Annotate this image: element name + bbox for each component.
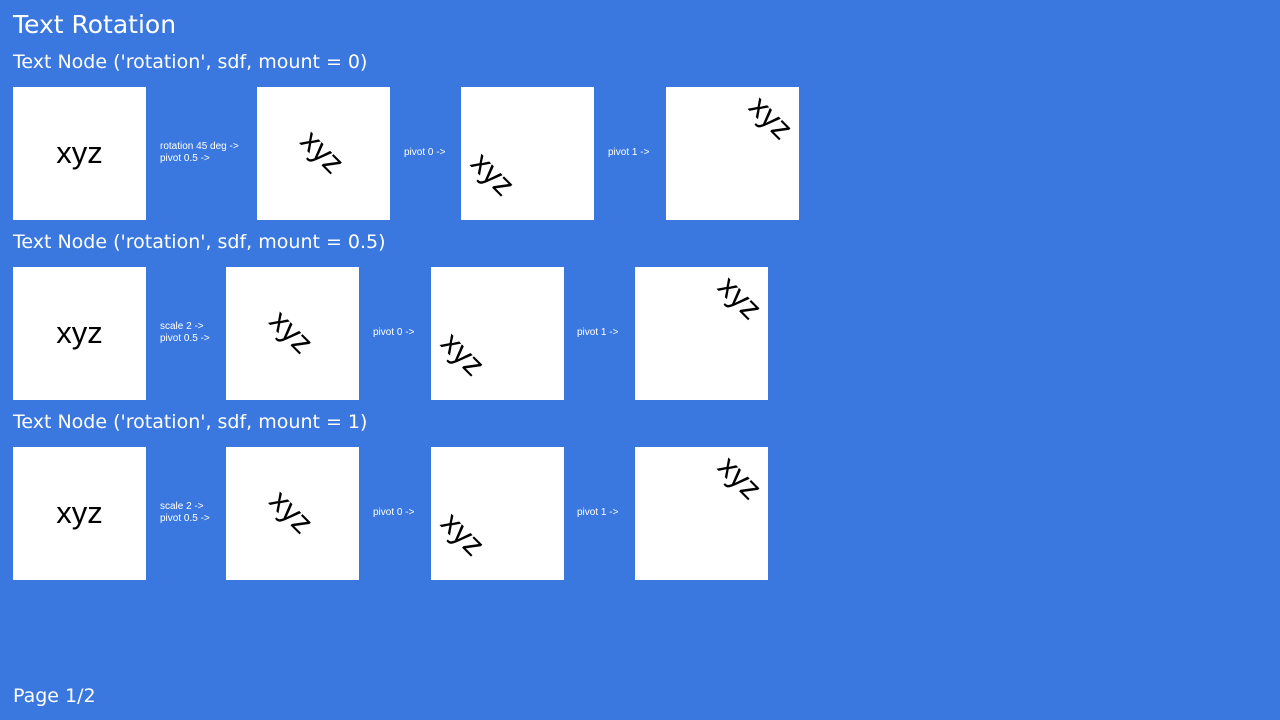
section-title-row-2: Text Node ('rotation', sdf, mount = 0.5) <box>13 231 386 253</box>
page-title: Text Rotation <box>13 10 177 39</box>
text-box-rotated-pivot-05: xyz <box>226 267 359 400</box>
step-label-line-1: rotation 45 deg -> <box>160 141 239 152</box>
step-label-pivot-1: pivot 1 -> <box>608 147 650 158</box>
sample-text: xyz <box>464 145 522 203</box>
section-title-row-1: Text Node ('rotation', sdf, mount = 0) <box>13 51 368 73</box>
sample-text: xyz <box>56 495 103 530</box>
text-box-original: xyz <box>13 447 146 580</box>
step-label-pivot-0: pivot 0 -> <box>404 147 446 158</box>
sample-text: xyz <box>711 268 768 327</box>
sample-text: xyz <box>56 315 103 350</box>
text-box-rotated-pivot-1: xyz <box>635 447 768 580</box>
sample-text: xyz <box>434 505 492 563</box>
sample-text: xyz <box>56 135 103 170</box>
step-label-line-1: scale 2 -> <box>160 321 204 332</box>
text-box-rotated-pivot-1: xyz <box>635 267 768 400</box>
step-label-line-2: pivot 0.5 -> <box>160 333 210 344</box>
sample-text: xyz <box>293 122 352 181</box>
step-label-pivot-0: pivot 0 -> <box>373 507 415 518</box>
step-label-line-2: pivot 0.5 -> <box>160 153 210 164</box>
sample-text: xyz <box>262 482 321 541</box>
sample-text: xyz <box>742 88 799 147</box>
step-label-line-1: scale 2 -> <box>160 501 204 512</box>
page-indicator: Page 1/2 <box>13 685 96 707</box>
sample-text: xyz <box>434 325 492 383</box>
sample-text: xyz <box>711 448 768 507</box>
step-label-pivot-1: pivot 1 -> <box>577 327 619 338</box>
step-label-line-2: pivot 0.5 -> <box>160 513 210 524</box>
text-box-rotated-pivot-05: xyz <box>226 447 359 580</box>
text-box-original: xyz <box>13 87 146 220</box>
step-label-rotation: rotation 45 deg -> pivot 0.5 -> <box>160 141 239 165</box>
text-box-rotated-pivot-0: xyz <box>431 267 564 400</box>
text-box-rotated-pivot-0: xyz <box>461 87 594 220</box>
text-box-rotated-pivot-1: xyz <box>666 87 799 220</box>
step-label-pivot-0: pivot 0 -> <box>373 327 415 338</box>
text-box-rotated-pivot-0: xyz <box>431 447 564 580</box>
section-title-row-3: Text Node ('rotation', sdf, mount = 1) <box>13 411 368 433</box>
step-label-scale: scale 2 -> pivot 0.5 -> <box>160 501 210 525</box>
sample-text: xyz <box>262 302 321 361</box>
step-label-scale: scale 2 -> pivot 0.5 -> <box>160 321 210 345</box>
step-label-pivot-1: pivot 1 -> <box>577 507 619 518</box>
text-box-original: xyz <box>13 267 146 400</box>
text-box-rotated-pivot-05: xyz <box>257 87 390 220</box>
